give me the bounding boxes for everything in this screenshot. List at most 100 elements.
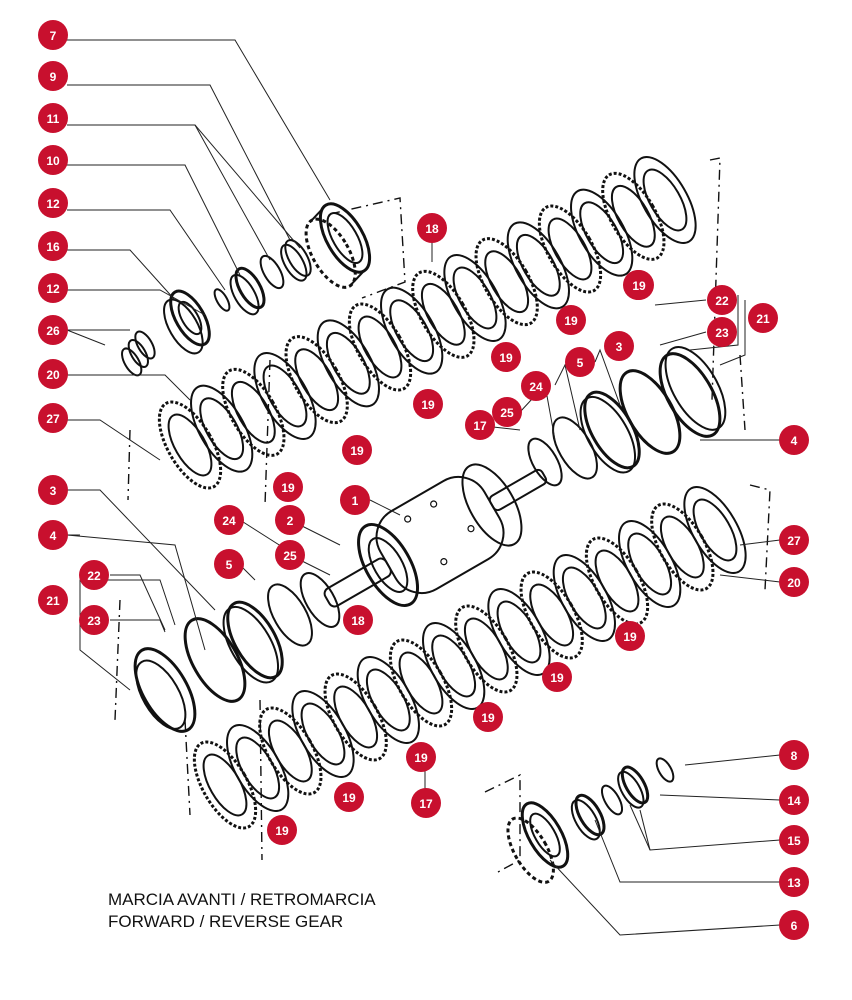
callout-badge-27: 27 <box>38 403 68 433</box>
callout-number: 25 <box>283 549 297 563</box>
callout-number: 3 <box>616 340 623 354</box>
caption-italian: MARCIA AVANTI / RETROMARCIA <box>108 890 376 909</box>
clutch-disc <box>347 302 413 392</box>
callout-number: 24 <box>222 514 236 528</box>
clutch-disc <box>601 171 666 261</box>
callout-number: 2 <box>287 514 294 528</box>
central-hub <box>114 346 727 733</box>
clutch-disc <box>388 638 454 728</box>
callout-number: 4 <box>50 529 57 543</box>
callout-badge-1: 1 <box>340 485 370 515</box>
callout-number: 27 <box>46 412 60 426</box>
lower-clutch-pack <box>184 484 771 861</box>
callout-number: 20 <box>46 368 60 382</box>
clutch-disc <box>633 156 697 244</box>
callout-number: 21 <box>46 594 60 608</box>
callout-number: 9 <box>50 70 57 84</box>
callout-number: 20 <box>787 576 801 590</box>
callout-badges: 7911101216122620273421222352422518117192… <box>38 20 809 940</box>
callout-number: 8 <box>791 749 798 763</box>
clutch-disc <box>650 502 715 592</box>
clutch-disc <box>221 367 286 457</box>
callout-number: 23 <box>87 614 101 628</box>
callout-badge-19: 19 <box>334 782 364 812</box>
callout-badge-18: 18 <box>417 213 447 243</box>
clutch-disc <box>519 570 584 660</box>
callout-badge-27: 27 <box>779 525 809 555</box>
clutch-disc <box>157 400 223 490</box>
clutch-disc <box>474 237 539 327</box>
callout-badge-18: 18 <box>343 605 373 635</box>
clutch-disc <box>356 656 420 744</box>
callout-badge-20: 20 <box>38 359 68 389</box>
callout-badge-19: 19 <box>342 435 372 465</box>
clutch-disc <box>323 672 388 762</box>
callout-badge-23: 23 <box>79 605 109 635</box>
clutch-disc <box>552 554 616 642</box>
callout-badge-22: 22 <box>707 285 737 315</box>
callout-badge-25: 25 <box>492 397 522 427</box>
upper-gear-assembly <box>121 197 406 377</box>
callout-badge-4: 4 <box>38 520 68 550</box>
callout-badge-13: 13 <box>779 867 809 897</box>
caption-english: FORWARD / REVERSE GEAR <box>108 912 344 931</box>
svg-text:19: 19 <box>275 824 289 838</box>
clutch-disc <box>411 269 476 359</box>
callout-badge-19: 19 <box>473 702 503 732</box>
callout-badge-2: 2 <box>275 505 305 535</box>
callout-number: 17 <box>419 797 433 811</box>
callout-badge-21: 21 <box>748 303 778 333</box>
callout-badge-19: 19 <box>615 621 645 651</box>
clutch-disc <box>683 486 747 574</box>
callout-badge-17: 17 <box>411 788 441 818</box>
callout-number: 22 <box>87 569 101 583</box>
callout-number: 11 <box>47 112 60 126</box>
callout-number: 27 <box>787 534 801 548</box>
svg-text:19: 19 <box>632 279 646 293</box>
callout-badge-5: 5 <box>214 549 244 579</box>
clutch-disc <box>584 536 650 626</box>
callout-badge-10: 10 <box>38 145 68 175</box>
callout-badge-26: 26 <box>38 315 68 345</box>
callout-badge-14: 14 <box>779 785 809 815</box>
callout-number: 17 <box>473 419 487 433</box>
callout-badge-22: 22 <box>79 560 109 590</box>
callout-badge-19: 19 <box>413 389 443 419</box>
callout-badge-15: 15 <box>779 825 809 855</box>
callout-badge-11: 11 <box>38 103 68 133</box>
callout-number: 12 <box>46 282 60 296</box>
callout-badge-4: 4 <box>779 425 809 455</box>
clutch-disc <box>226 724 290 812</box>
svg-text:19: 19 <box>342 791 356 805</box>
svg-text:19: 19 <box>350 444 364 458</box>
callout-number: 21 <box>756 312 770 326</box>
callout-number: 15 <box>787 834 801 848</box>
callout-badge-23: 23 <box>707 317 737 347</box>
callout-badge-20: 20 <box>779 567 809 597</box>
clutch-disc <box>537 204 603 294</box>
callout-number: 3 <box>50 484 57 498</box>
callout-number: 18 <box>351 614 365 628</box>
callout-number: 26 <box>46 324 60 338</box>
callout-badge-24: 24 <box>214 505 244 535</box>
upper-clutch-pack <box>127 156 746 506</box>
callout-badge-24: 24 <box>521 371 551 401</box>
callout-badge-19: 19 <box>406 742 436 772</box>
callout-badge-8: 8 <box>779 740 809 770</box>
callout-number: 5 <box>226 558 233 572</box>
callout-badge-17: 17 <box>465 410 495 440</box>
clutch-disc <box>454 604 519 694</box>
clutch-disc <box>284 335 349 425</box>
callout-number: 5 <box>577 356 584 370</box>
callout-badge-19: 19 <box>556 305 586 335</box>
callout-badge-5: 5 <box>565 347 595 377</box>
clutch-disc <box>192 740 258 830</box>
callout-badge-19: 19 <box>542 662 572 692</box>
callout-number: 19 <box>623 630 637 644</box>
svg-text:19: 19 <box>481 711 495 725</box>
callout-number: 16 <box>46 240 60 254</box>
svg-text:19: 19 <box>421 398 435 412</box>
callout-number: 22 <box>715 294 729 308</box>
svg-text:19: 19 <box>550 671 564 685</box>
clutch-disc <box>291 690 355 778</box>
